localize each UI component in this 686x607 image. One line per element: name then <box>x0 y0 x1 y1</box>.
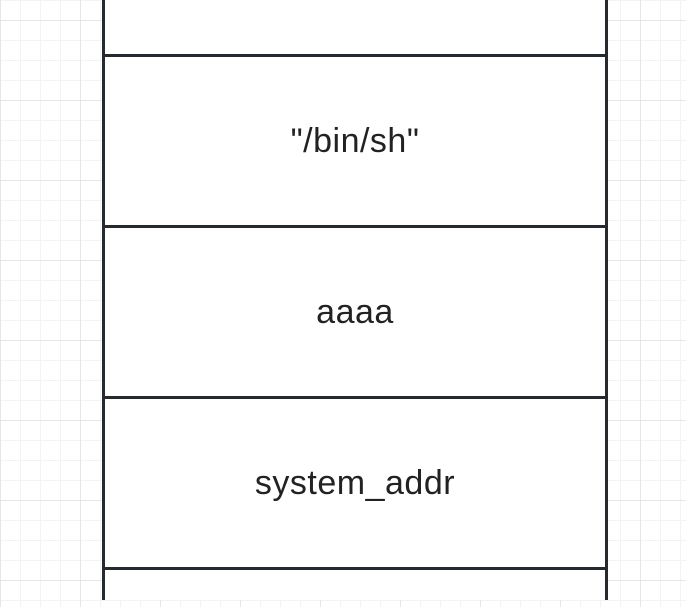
stack-cell-padding: aaaa <box>105 225 605 397</box>
stack-cell-system-addr-label: system_addr <box>254 464 456 502</box>
stack-diagram: "/bin/sh" aaaa system_addr <box>102 0 608 600</box>
stack-cell-system-addr: system_addr <box>105 396 605 568</box>
stack-cell-binsh: "/bin/sh" <box>105 54 605 226</box>
stack-cell-binsh-label: "/bin/sh" <box>290 122 420 160</box>
stack-cell-padding-label: aaaa <box>316 293 394 331</box>
stack-cell-bottom <box>105 567 605 607</box>
stack-cell-top <box>105 0 605 55</box>
